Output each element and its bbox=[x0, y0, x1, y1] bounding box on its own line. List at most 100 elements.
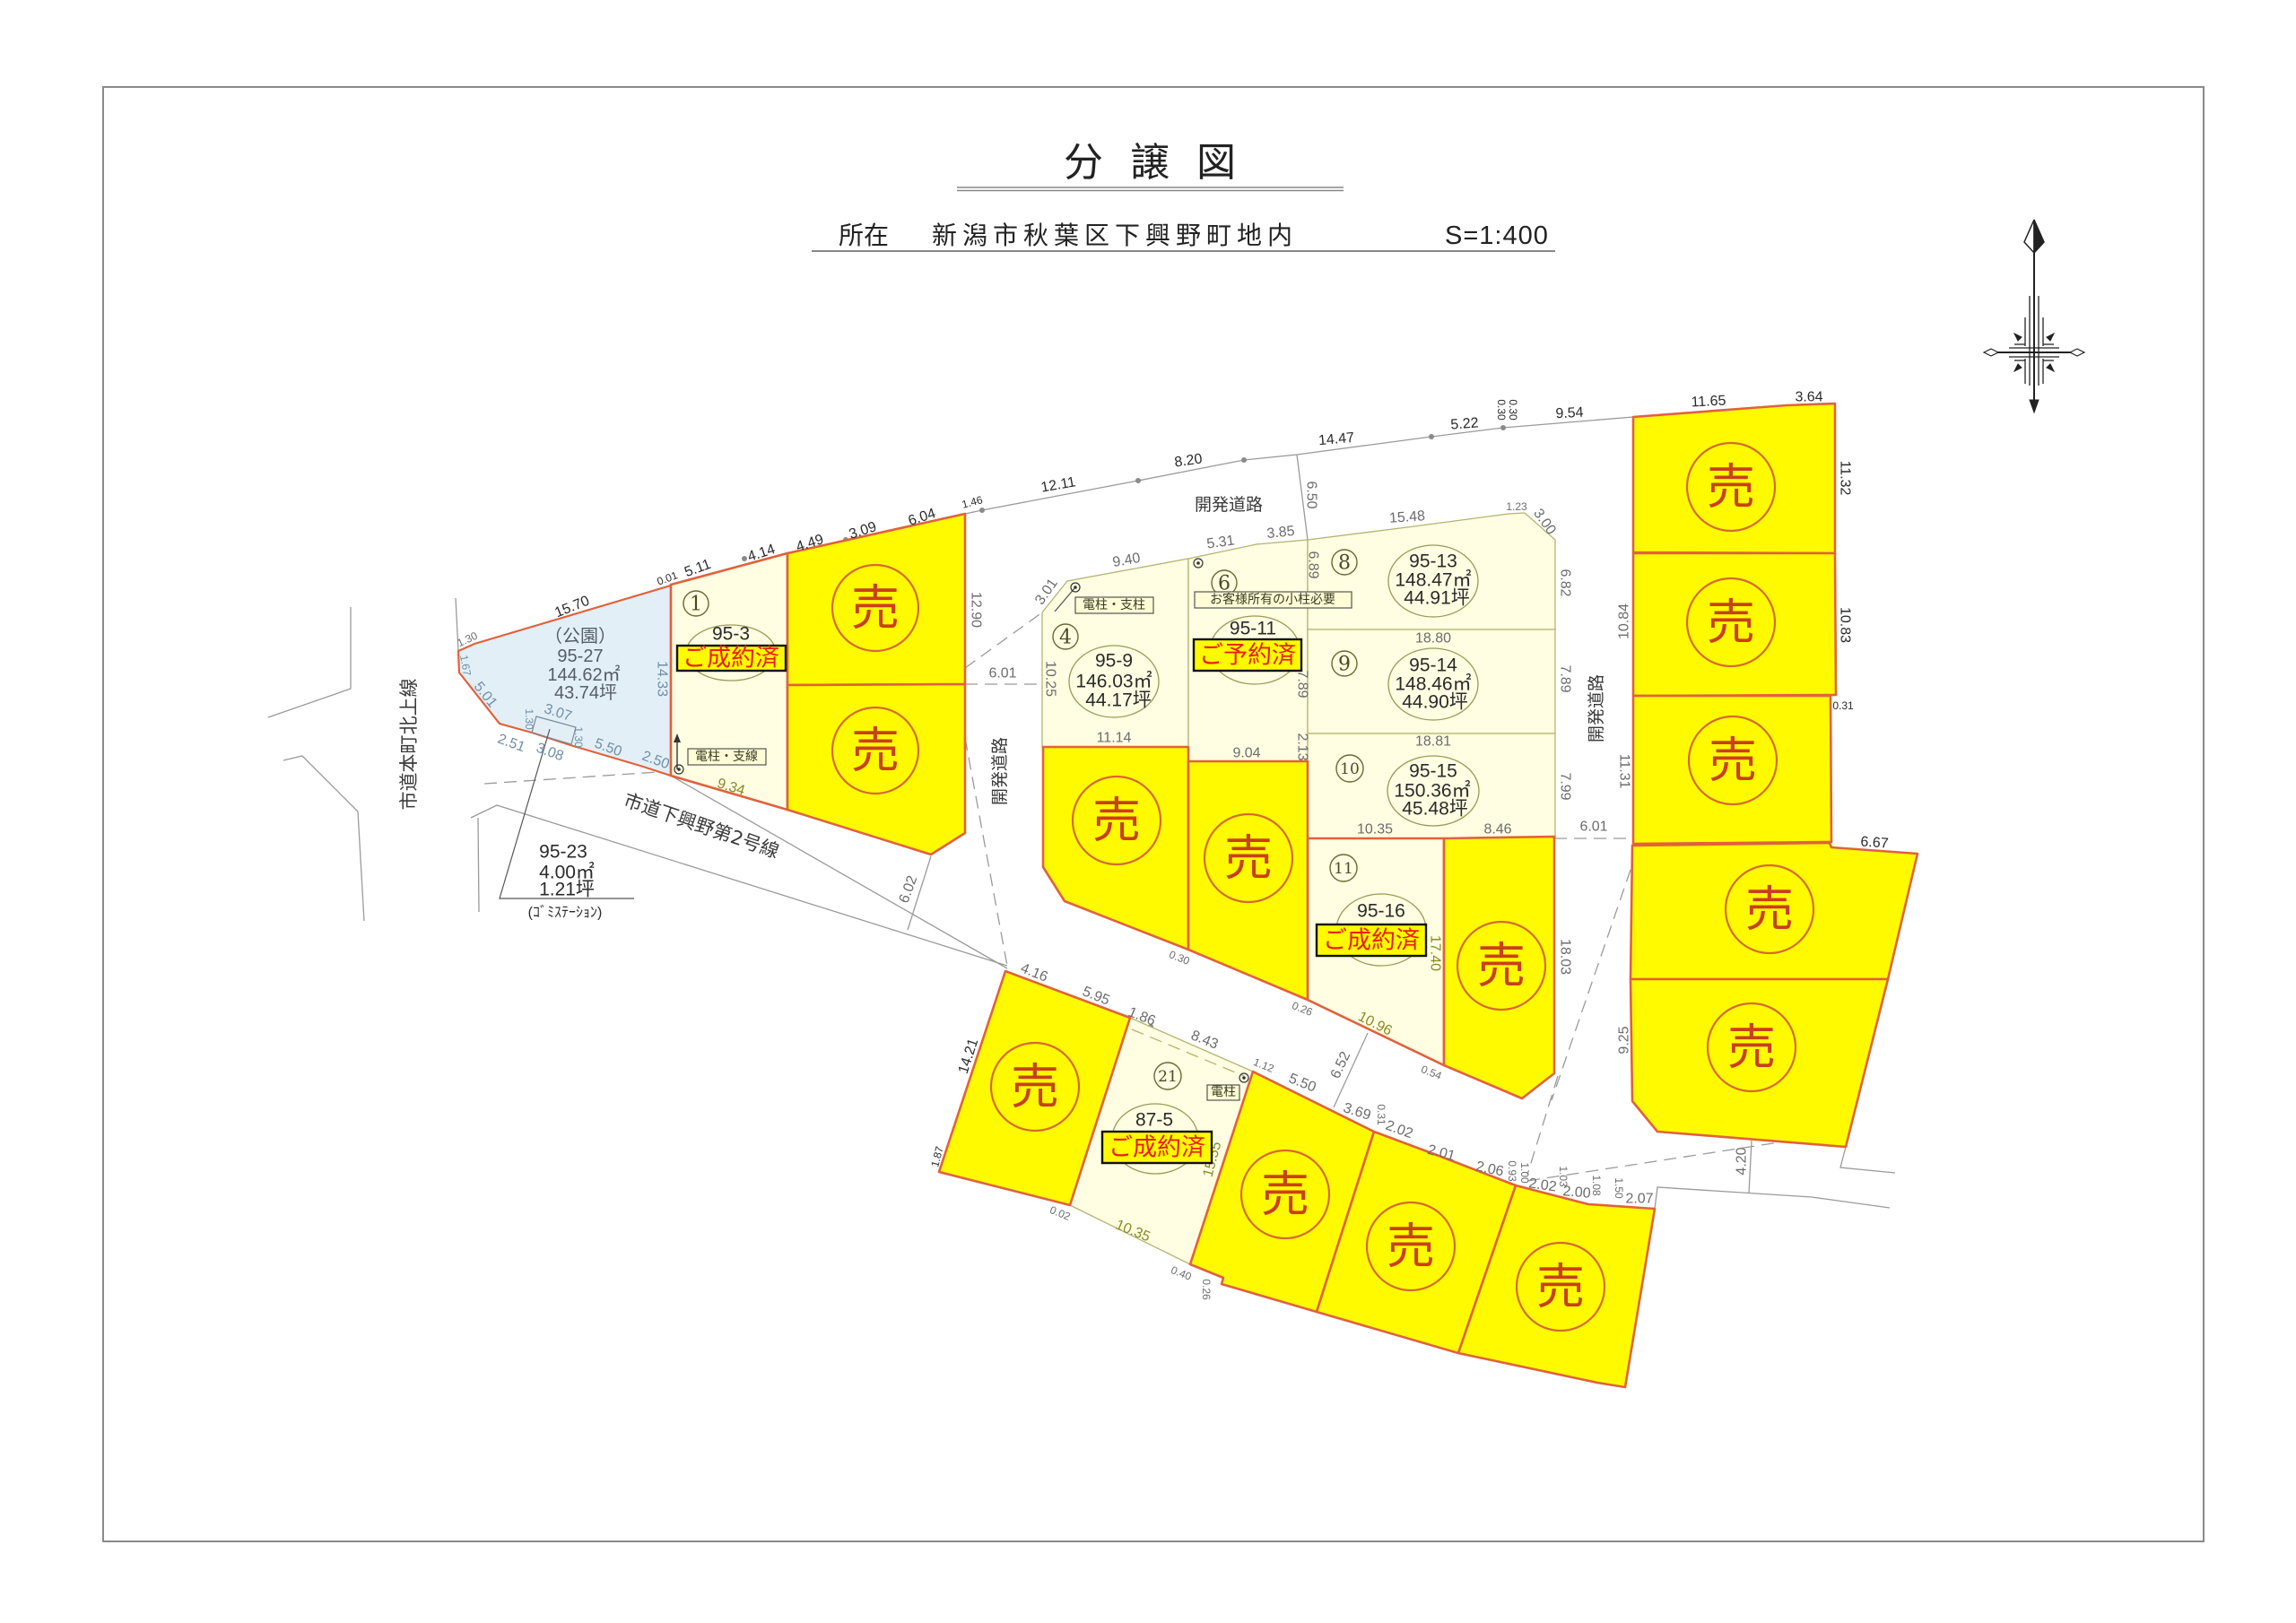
for-sale-mark: 売 bbox=[1387, 1219, 1435, 1275]
dimension-label: 1.03 bbox=[1557, 1166, 1570, 1187]
dimension-label: 11.65 bbox=[1691, 393, 1726, 410]
page-title: 分 譲 図 bbox=[1064, 140, 1243, 186]
for-sale-mark: 売 bbox=[1745, 881, 1794, 938]
lot-10: 10 95-15 150.36㎡ 45.48坪 bbox=[1335, 754, 1480, 827]
dimension-label: 0.40 bbox=[1170, 1263, 1194, 1283]
dimension-label: 8.20 bbox=[1173, 451, 1203, 470]
drawing-frame bbox=[102, 86, 2205, 1542]
lot-area-m2: 148.47㎡ bbox=[1395, 569, 1471, 591]
dimension-label: 10.84 bbox=[1617, 603, 1632, 639]
dimension-label: 0.93 bbox=[1506, 1160, 1518, 1182]
dimension-label: 12.11 bbox=[1039, 474, 1076, 496]
lot-6: 6 95-11 お客様所有の小柱必要 bbox=[1193, 558, 1352, 685]
dimension-label: 1.00 bbox=[1518, 1162, 1531, 1184]
utility-pole-icon bbox=[1239, 1072, 1249, 1083]
park-area-tsubo: 43.74坪 bbox=[554, 682, 617, 703]
dimension-label: 1.67 bbox=[457, 654, 474, 677]
header: 分 譲 図 所在 新潟市秋葉区下興野町地内 S=1:400 bbox=[812, 140, 1555, 252]
dimension-label: 11.32 bbox=[1838, 461, 1853, 496]
for-sale-mark: 売 bbox=[1709, 733, 1757, 789]
lot-8: 8 95-13 148.47㎡ 44.91坪 bbox=[1331, 544, 1479, 618]
dimension-label: 11.31 bbox=[1617, 754, 1632, 789]
dimension-label: 18.81 bbox=[1415, 734, 1451, 750]
status-badge-text: ご予約済 bbox=[1199, 642, 1296, 670]
dimension-label: 3.08 bbox=[534, 741, 565, 765]
for-sale-mark: 売 bbox=[1707, 459, 1755, 516]
status-badge bbox=[675, 644, 787, 673]
lot-21: 21 87-5 電柱 bbox=[1111, 1062, 1249, 1175]
dimension-label: 0.31 bbox=[1375, 1104, 1387, 1125]
lot-parcel-number: 87-5 bbox=[1135, 1110, 1173, 1131]
status-badges: ご予約済 ご成約済 ご成約済 bbox=[1100, 638, 1428, 1165]
dimension-label: 2.07 bbox=[1625, 1192, 1653, 1207]
for-sale-mark: 売 bbox=[1536, 1259, 1585, 1315]
dimension-label: 7.99 bbox=[1558, 772, 1573, 800]
for-sale-lot: 売 bbox=[1629, 977, 1890, 1149]
lot-parcel-number: 95-14 bbox=[1409, 655, 1457, 676]
dimension-label: 14.47 bbox=[1318, 430, 1354, 448]
dimension-label: 2.51 bbox=[495, 732, 526, 756]
road-label-dev-east: 開発道路 bbox=[1587, 674, 1606, 742]
dimension-label: 0.30 bbox=[1507, 399, 1519, 421]
dimension-label: 15.48 bbox=[1388, 508, 1425, 526]
for-sale-lot: 売 bbox=[1631, 402, 1837, 555]
dimension-label: 3.85 bbox=[1266, 524, 1296, 542]
for-sale-lot: 売 bbox=[1041, 745, 1190, 951]
utility-pole-icon bbox=[1054, 582, 1081, 612]
park-parcel: （公園） 95-27 144.62㎡ 43.74坪 bbox=[457, 584, 673, 777]
dimension-label: 10.83 bbox=[1838, 607, 1853, 643]
lot-parcel-number: 95-3 bbox=[712, 624, 750, 645]
location-address: 新潟市秋葉区下興野町地内 bbox=[932, 221, 1298, 250]
for-sale-mark: 売 bbox=[1224, 830, 1273, 887]
dimension-label: 1.30 bbox=[523, 708, 535, 730]
dimension-label: 2.06 bbox=[1474, 1159, 1505, 1179]
dimension-label: 14.33 bbox=[655, 661, 670, 697]
dimension-label: 0.54 bbox=[1420, 1063, 1444, 1082]
dimension-label: 8.46 bbox=[1483, 822, 1511, 838]
status-badge bbox=[1100, 1130, 1213, 1165]
dimension-label: 4.20 bbox=[1735, 1147, 1750, 1175]
road-label-dev-north: 開発道路 bbox=[1195, 495, 1263, 515]
lot-number: 10 bbox=[1340, 760, 1360, 778]
for-sale-lot: 売 bbox=[1631, 551, 1838, 698]
dimension-label: 9.25 bbox=[1617, 1026, 1632, 1054]
dimension-label: 6.89 bbox=[1306, 551, 1321, 578]
park-parcel-number: 95-27 bbox=[557, 647, 603, 666]
for-sale-mark: 売 bbox=[851, 723, 900, 779]
dimension-label: 9.54 bbox=[1555, 405, 1584, 422]
lot-parcel-number: 95-13 bbox=[1409, 551, 1457, 572]
dimension-label: 1.08 bbox=[1590, 1175, 1603, 1196]
dimension-label: 6.01 bbox=[988, 666, 1016, 681]
utility-pole-icon bbox=[1193, 558, 1204, 568]
dimension-label: 6.50 bbox=[1304, 481, 1319, 508]
dimension-label: 1.30 bbox=[572, 726, 585, 748]
dimension-label: 10.25 bbox=[1043, 661, 1058, 697]
dimension-label: 0.26 bbox=[1200, 1279, 1213, 1300]
lot-4: 4 95-9 146.03㎡ 44.17坪 電柱・支柱 bbox=[1052, 582, 1160, 718]
dimension-label: 12.90 bbox=[969, 592, 984, 628]
dimension-label: 0.31 bbox=[1832, 699, 1854, 712]
status-badge-text: ご成約済 bbox=[683, 645, 779, 673]
lot-parcel-number: 95-15 bbox=[1409, 761, 1457, 782]
dimension-label: 0.30 bbox=[1168, 948, 1192, 968]
lot-9: 9 95-14 148.46㎡ 44.90坪 bbox=[1331, 647, 1479, 721]
status-badge-text: ご成約済 bbox=[1323, 927, 1420, 955]
dimension-label: 1.87 bbox=[928, 1145, 946, 1168]
status-badge bbox=[1192, 638, 1303, 673]
lot-area-m2: 150.36㎡ bbox=[1394, 780, 1470, 802]
for-sale-lot: 売 bbox=[1457, 1184, 1657, 1389]
dimension-label: 6.52 bbox=[1328, 1049, 1354, 1081]
dimension-label: 6.01 bbox=[1579, 820, 1607, 835]
location-label: 所在 bbox=[839, 221, 889, 250]
dimension-label: 1.46 bbox=[961, 493, 984, 511]
lot-area-m2: 148.46㎡ bbox=[1395, 673, 1471, 695]
road-label-dev-west: 開発道路 bbox=[990, 737, 1010, 805]
for-sale-mark: 売 bbox=[1011, 1059, 1059, 1115]
dimension-label: 2.00 bbox=[1562, 1184, 1592, 1202]
for-sale-mark: 売 bbox=[1707, 595, 1755, 651]
dimension-label: 5.31 bbox=[1205, 533, 1235, 551]
lot-number: 8 bbox=[1338, 552, 1351, 575]
for-sale-mark: 売 bbox=[1261, 1167, 1309, 1223]
dimension-label: 18.03 bbox=[1558, 939, 1573, 975]
utility-pole-note: 電柱・支柱 bbox=[1083, 598, 1145, 612]
